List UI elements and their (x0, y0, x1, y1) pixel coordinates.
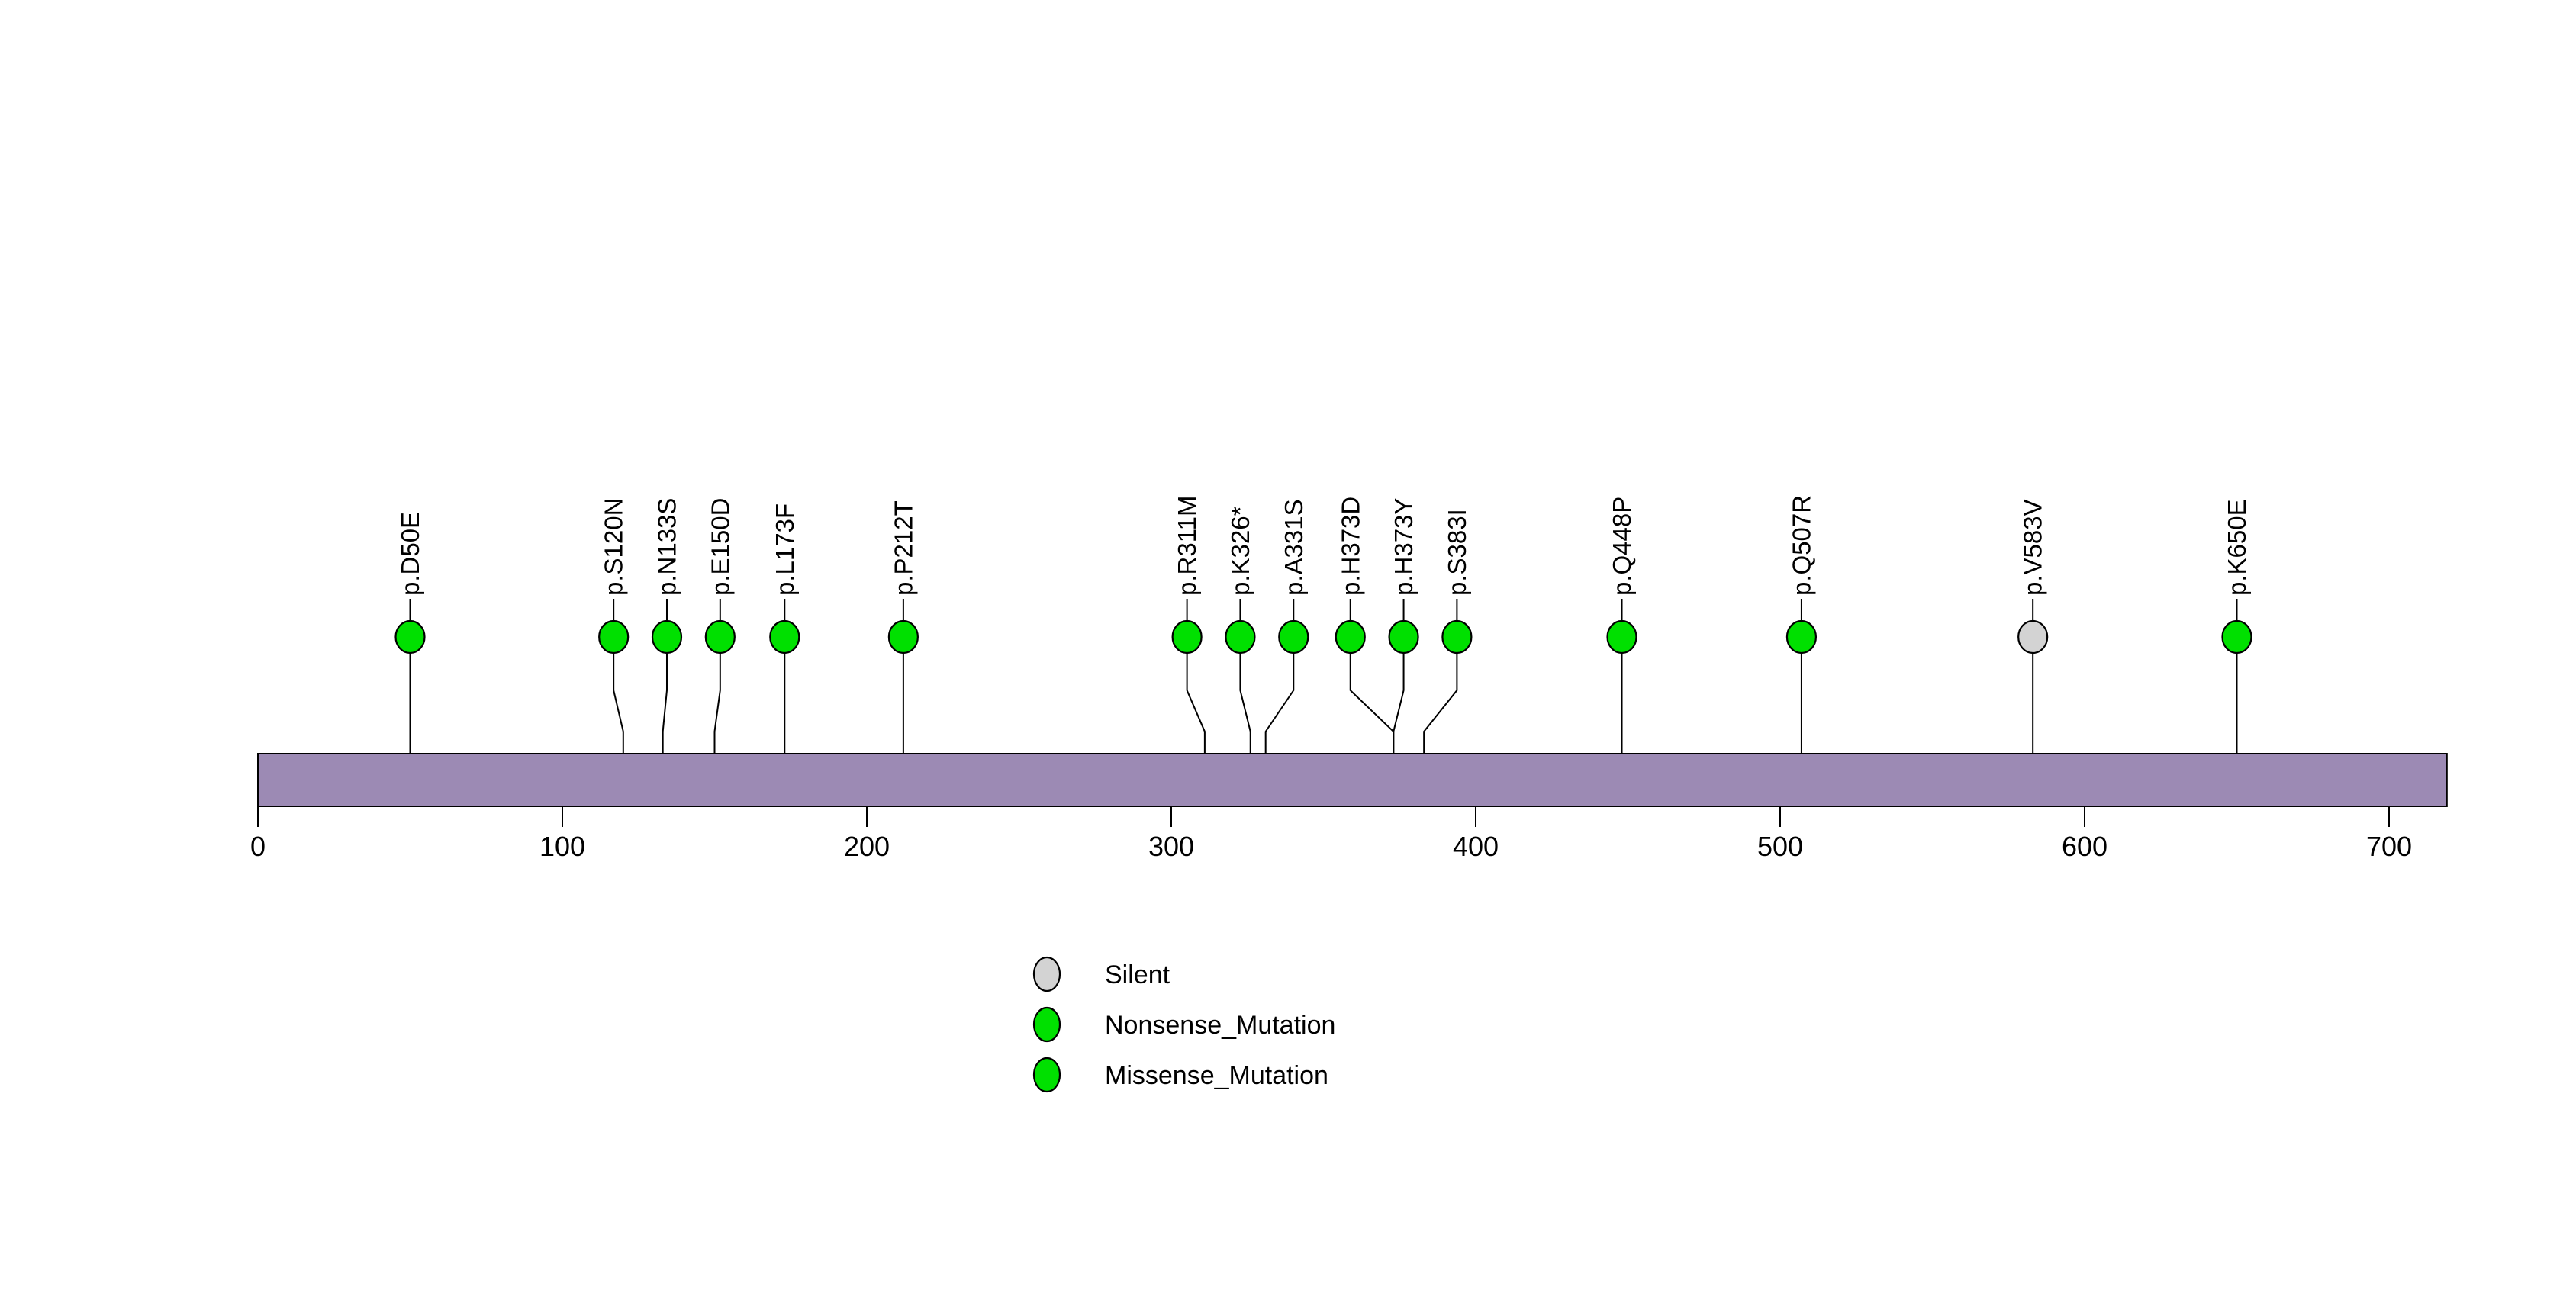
mutation-label: p.K650E (2223, 499, 2251, 596)
axis-tick-label: 500 (1757, 831, 1803, 862)
mutation-label: p.Q448P (1608, 497, 1636, 596)
mutation-point (1441, 619, 1473, 655)
mutation-label: p.V583V (2019, 499, 2047, 596)
mutation-label: p.Q507R (1787, 495, 1815, 596)
axis-tick-label: 200 (844, 831, 890, 862)
legend-swatch-silent (1032, 956, 1061, 992)
legend-label: Missense_Mutation (1105, 1061, 1328, 1090)
mutation-label: p.S383I (1443, 509, 1471, 596)
legend-label: Nonsense_Mutation (1105, 1011, 1335, 1040)
mutation-label: p.D50E (396, 512, 424, 596)
mutation-point (1225, 619, 1256, 655)
protein-domain-bar (257, 753, 2448, 807)
mutation-point (394, 619, 426, 655)
mutation-point (1388, 619, 1419, 655)
mutation-label: p.S120N (600, 498, 628, 596)
mutation-point (651, 619, 683, 655)
mutation-point (769, 619, 800, 655)
mutation-point (1171, 619, 1203, 655)
axis-tick-label: 300 (1148, 831, 1194, 862)
mutation-point (704, 619, 736, 655)
axis-tick-label: 700 (2366, 831, 2412, 862)
protein-bar-group (257, 753, 2448, 807)
mutation-point (1785, 619, 1818, 655)
axis-tick-label: 0 (250, 831, 266, 862)
mutation-label: p.N133S (653, 498, 681, 596)
legend-swatch-missense_mutation (1032, 1057, 1061, 1093)
mutation-label: p.R311M (1173, 496, 1201, 596)
mutation-point (2221, 619, 2252, 655)
mutation-point (1278, 619, 1309, 655)
mutation-points (394, 619, 2252, 655)
x-axis: 0 100 200 300 400 500 600 700 (250, 806, 2412, 862)
mutation-labels: p.D50E p.S120N p.N133S p.E150D p.L173F p.P212… (396, 495, 2251, 596)
axis-tick-label: 400 (1453, 831, 1499, 862)
mutation-label: p.L173F (771, 503, 799, 596)
axis-tick-label: 100 (539, 831, 585, 862)
mutation-point (2017, 619, 2049, 655)
mutation-point (598, 619, 630, 655)
mutation-label: p.H373D (1336, 497, 1364, 596)
legend-label: Silent (1105, 960, 1170, 989)
mutation-label: p.P212T (889, 500, 917, 596)
legend-swatch-nonsense_mutation (1032, 1006, 1061, 1043)
mutation-label: p.E150D (706, 498, 734, 596)
mutation-label: p.A331S (1280, 499, 1308, 596)
mutation-label: p.K326* (1226, 506, 1254, 596)
mutation-point (887, 619, 919, 655)
mutation-point (1606, 619, 1637, 655)
mutation-point (1335, 619, 1366, 655)
mutation-label: p.H373Y (1389, 498, 1418, 596)
axis-tick-label: 600 (2062, 831, 2107, 862)
